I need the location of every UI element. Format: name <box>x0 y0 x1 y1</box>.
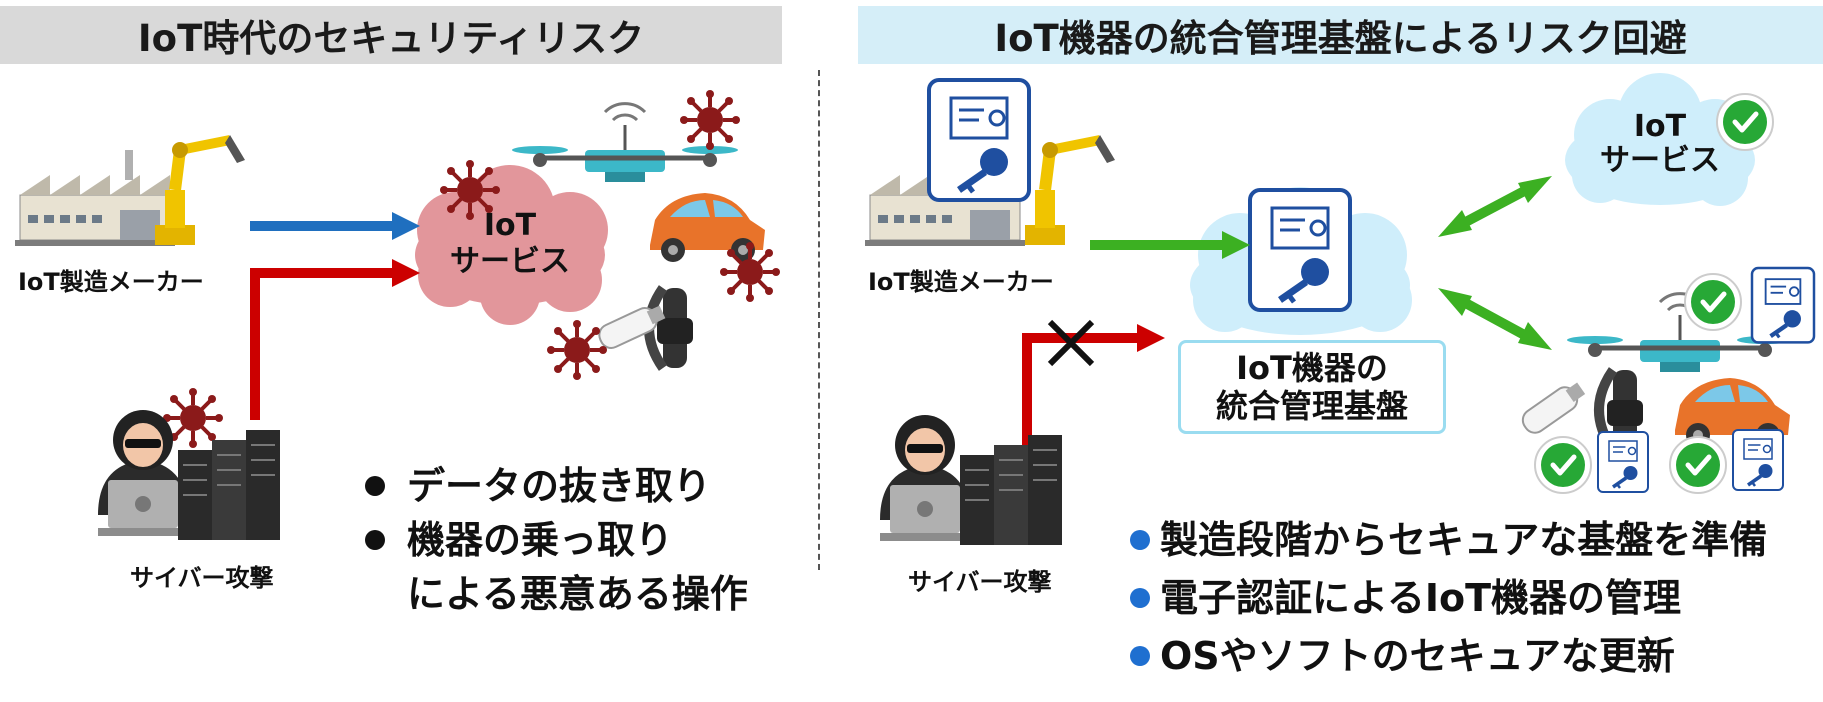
left-panel-title: IoT時代のセキュリティリスク <box>0 6 782 64</box>
usb-stick-icon <box>1517 377 1590 439</box>
check-icon <box>1535 437 1591 493</box>
hacker-icon <box>98 410 188 536</box>
right-panel-title: IoT機器の統合管理基盤によるリスク回避 <box>858 6 1823 64</box>
iot-service-cloud-label: IoT サービス <box>440 208 580 280</box>
certificate-key-icon <box>929 80 1029 200</box>
certificate-key-icon <box>1250 190 1350 310</box>
robot-arm-icon <box>1025 135 1115 245</box>
bullet-item: 機器の乗っ取り <box>365 516 748 564</box>
bullet-dot <box>365 476 385 496</box>
bullet-dot <box>1130 588 1150 608</box>
manufacturer-label: IoT製造メーカー <box>18 268 204 296</box>
threat-cloud <box>415 165 608 325</box>
blue-arrow <box>250 212 420 240</box>
bullet-item: データの抜き取り <box>365 462 748 510</box>
left-bullet-list: データの抜き取り 機器の乗っ取り による悪意ある操作 <box>365 462 748 624</box>
car-icon <box>650 193 765 262</box>
cross-icon <box>1047 319 1095 367</box>
blocked-attack-arrow <box>1022 324 1165 450</box>
service-label-line1: IoT <box>1633 109 1687 144</box>
certificate-key-icon <box>1731 428 1785 492</box>
certificate-key-icon <box>1596 430 1650 494</box>
check-icon <box>1670 437 1726 493</box>
virus-icon <box>678 88 742 152</box>
cloud-label-line2: サービス <box>450 244 570 279</box>
virus-icon <box>718 240 782 304</box>
green-double-arrow <box>1438 288 1552 350</box>
check-icon <box>1685 274 1741 330</box>
right-bullet-list: 製造段階からセキュアな基盤を準備 電子認証によるIoT機器の管理 OSやソフトの… <box>1130 516 1767 690</box>
cloud-label-line1: IoT <box>483 208 537 243</box>
server-rack-icon <box>959 434 1063 546</box>
service-label-line2: サービス <box>1600 143 1720 178</box>
bullet-item: 電子認証によるIoT機器の管理 <box>1130 574 1767 622</box>
service-cloud <box>1565 73 1755 206</box>
bullet-item: OSやソフトのセキュアな更新 <box>1130 632 1767 680</box>
red-attack-arrow <box>250 259 420 420</box>
smartband-icon <box>649 288 693 368</box>
bullet-item: 製造段階からセキュアな基盤を準備 <box>1130 516 1767 564</box>
platform-label-line1: IoT機器の <box>1236 349 1388 387</box>
bullet-dot <box>1130 646 1150 666</box>
attacker-label: サイバー攻撃 <box>130 564 274 592</box>
platform-box: IoT機器の 統合管理基盤 <box>1178 340 1446 434</box>
attacker-label: サイバー攻撃 <box>908 568 1052 596</box>
bullet-dot <box>1130 530 1150 550</box>
bullet-item-continuation: による悪意ある操作 <box>407 572 748 616</box>
robot-arm-icon <box>155 135 245 245</box>
virus-icon <box>545 318 609 382</box>
factory-icon <box>14 149 176 247</box>
green-double-arrow <box>1438 176 1552 237</box>
platform-label-line2: 統合管理基盤 <box>1215 387 1408 425</box>
iot-service-label: IoT サービス <box>1590 110 1730 178</box>
hacker-icon <box>880 415 970 541</box>
certificate-key-icon <box>1752 268 1814 342</box>
green-arrow <box>1090 231 1250 259</box>
usb-stick-icon <box>594 300 669 353</box>
panel-divider <box>818 70 820 570</box>
manufacturer-label: IoT製造メーカー <box>868 268 1054 296</box>
bullet-dot <box>365 530 385 550</box>
